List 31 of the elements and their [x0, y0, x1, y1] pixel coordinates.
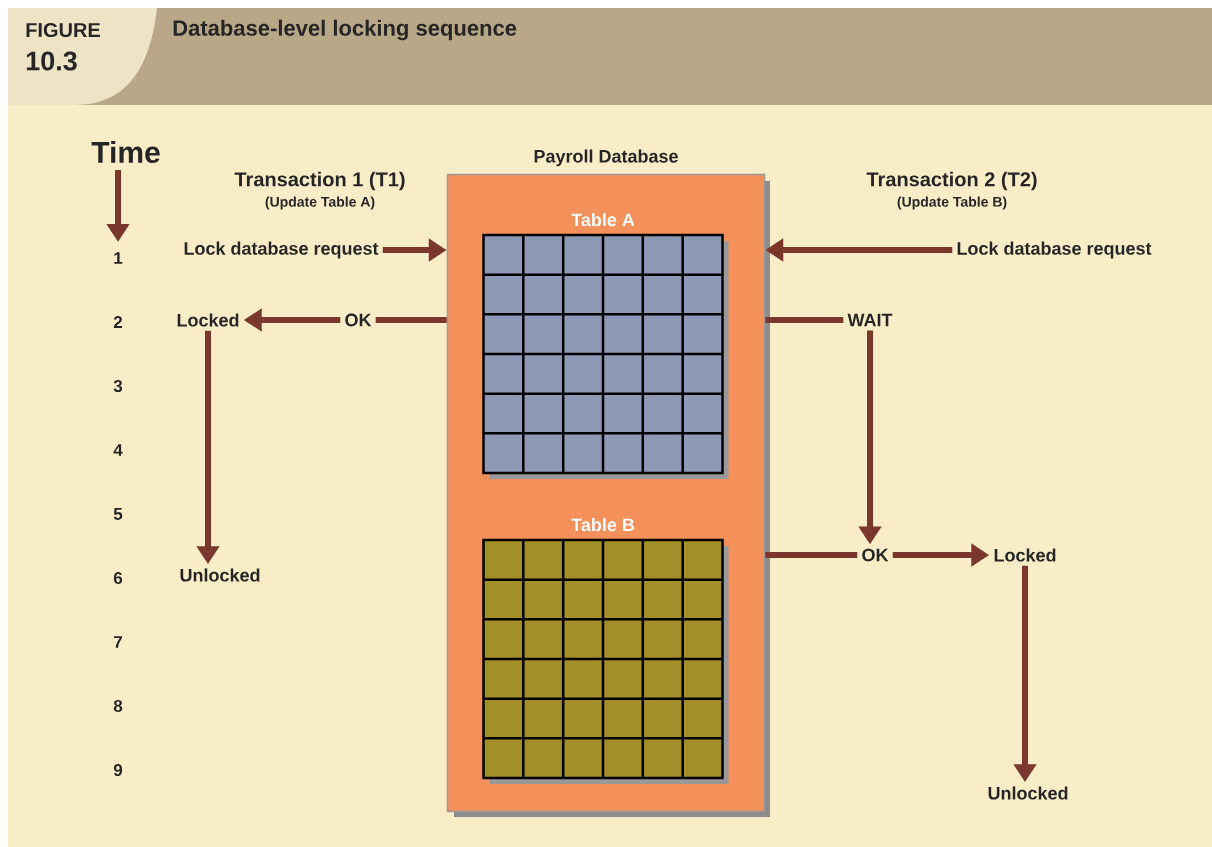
step-label: Unlocked — [988, 786, 1068, 800]
step-label: OK — [862, 548, 889, 562]
step-label: Lock database request — [957, 241, 1152, 259]
column-heading: Transaction 1 (T1) — [234, 171, 405, 191]
time-step-number: 6 — [113, 572, 123, 585]
figure-label: FIGURE — [26, 22, 100, 38]
figure-title: Database-level locking sequence — [173, 19, 517, 41]
time-step-number: 4 — [113, 444, 123, 456]
time-step-number: 2 — [113, 316, 123, 328]
time-step-number: 5 — [113, 508, 123, 520]
column-heading: Transaction 2 (T2) — [866, 171, 1037, 191]
column-subheading: (Update Table B) — [897, 196, 1007, 210]
step-label: Unlocked — [180, 568, 260, 582]
node-label: Payroll Database — [534, 149, 678, 167]
time-step-number: 7 — [114, 636, 122, 648]
time-step-number: 9 — [113, 764, 123, 777]
step-label: Locked — [177, 313, 239, 327]
time-step-number: 8 — [113, 700, 123, 713]
time-step-number: 3 — [113, 379, 123, 393]
table-grid: Table A — [482, 213, 729, 479]
column-subheading: (Update Table A) — [265, 196, 375, 210]
axis-title: Time — [91, 141, 160, 164]
step-label: Lock database request — [184, 241, 379, 259]
step-label: WAIT — [847, 313, 893, 327]
step-label: OK — [345, 313, 372, 327]
figure-number: 10.3 — [26, 51, 77, 71]
time-step-number: 1 — [114, 252, 123, 264]
table-grid: Table B — [482, 518, 729, 784]
step-label: Locked — [994, 548, 1056, 562]
node-label: Table A — [571, 213, 635, 227]
node-label: Table B — [571, 518, 635, 532]
